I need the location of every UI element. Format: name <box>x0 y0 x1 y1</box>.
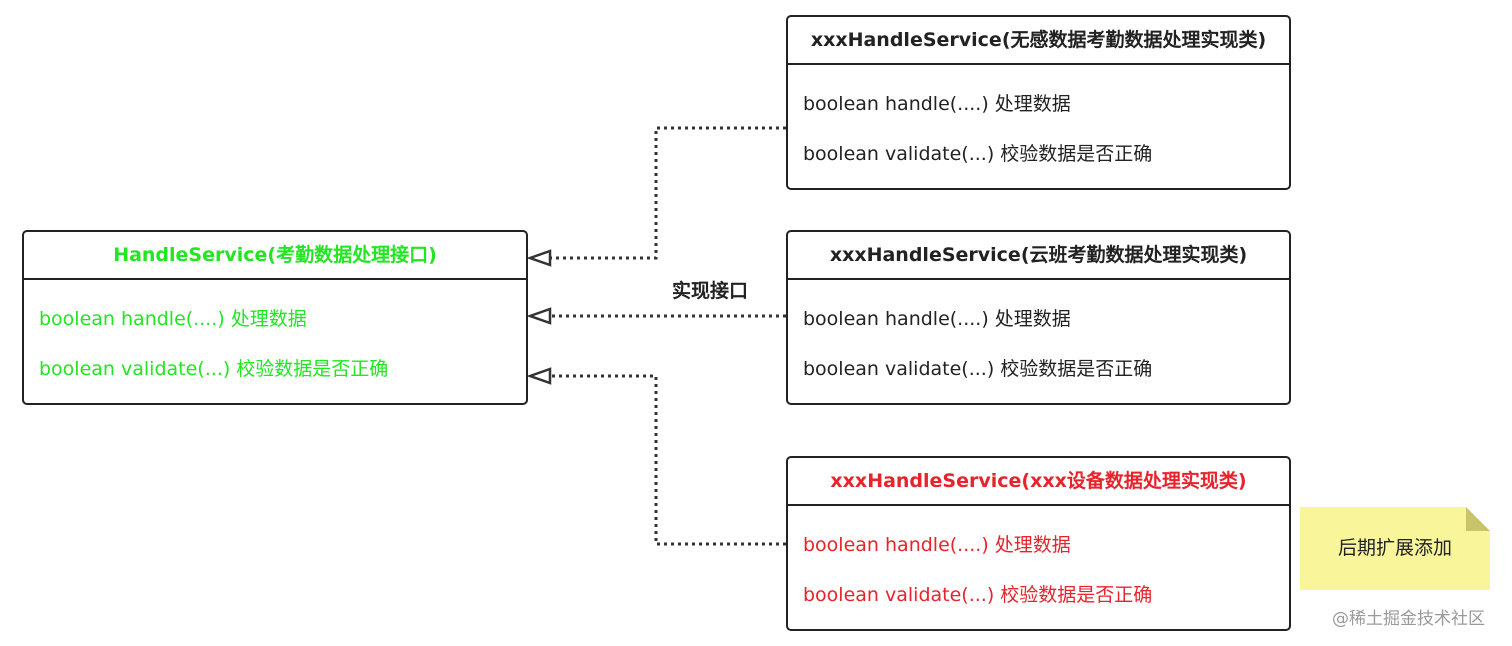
sticky-note-shape <box>1300 507 1490 590</box>
impl-3-title: xxxHandleService(xxx设备数据处理实现类) <box>788 458 1289 506</box>
impl-3-method-validate: boolean validate(...) 校验数据是否正确 <box>803 584 1153 606</box>
interface-method-validate: boolean validate(...) 校验数据是否正确 <box>39 358 389 380</box>
impl-1-method-handle: boolean handle(....) 处理数据 <box>803 93 1071 115</box>
interface-title: HandleService(考勤数据处理接口) <box>24 232 526 280</box>
watermark: @稀土掘金技术社区 <box>1332 609 1485 629</box>
impl-3-method-handle: boolean handle(....) 处理数据 <box>803 534 1071 556</box>
impl-box-1: xxxHandleService(无感数据考勤数据处理实现类) boolean … <box>786 15 1291 190</box>
connector-impl3 <box>548 374 786 546</box>
arrowhead-2 <box>526 307 552 325</box>
interface-method-handle: boolean handle(....) 处理数据 <box>39 308 307 330</box>
impl-1-method-validate: boolean validate(...) 校验数据是否正确 <box>803 143 1153 165</box>
impl-2-method-handle: boolean handle(....) 处理数据 <box>803 308 1071 330</box>
arrowhead-3 <box>526 367 552 385</box>
connector-impl1 <box>548 126 786 260</box>
impl-2-method-validate: boolean validate(...) 校验数据是否正确 <box>803 358 1153 380</box>
impl-box-2: xxxHandleService(云班考勤数据处理实现类) boolean ha… <box>786 230 1291 405</box>
sticky-note: 后期扩展添加 <box>1300 507 1490 590</box>
impl-2-title: xxxHandleService(云班考勤数据处理实现类) <box>788 232 1289 280</box>
arrowhead-1 <box>526 249 552 267</box>
impl-box-3: xxxHandleService(xxx设备数据处理实现类) boolean h… <box>786 456 1291 631</box>
interface-box: HandleService(考勤数据处理接口) boolean handle(.… <box>22 230 528 405</box>
impl-1-title: xxxHandleService(无感数据考勤数据处理实现类) <box>788 17 1289 65</box>
implements-label: 实现接口 <box>672 280 749 302</box>
sticky-note-text: 后期扩展添加 <box>1337 537 1452 559</box>
